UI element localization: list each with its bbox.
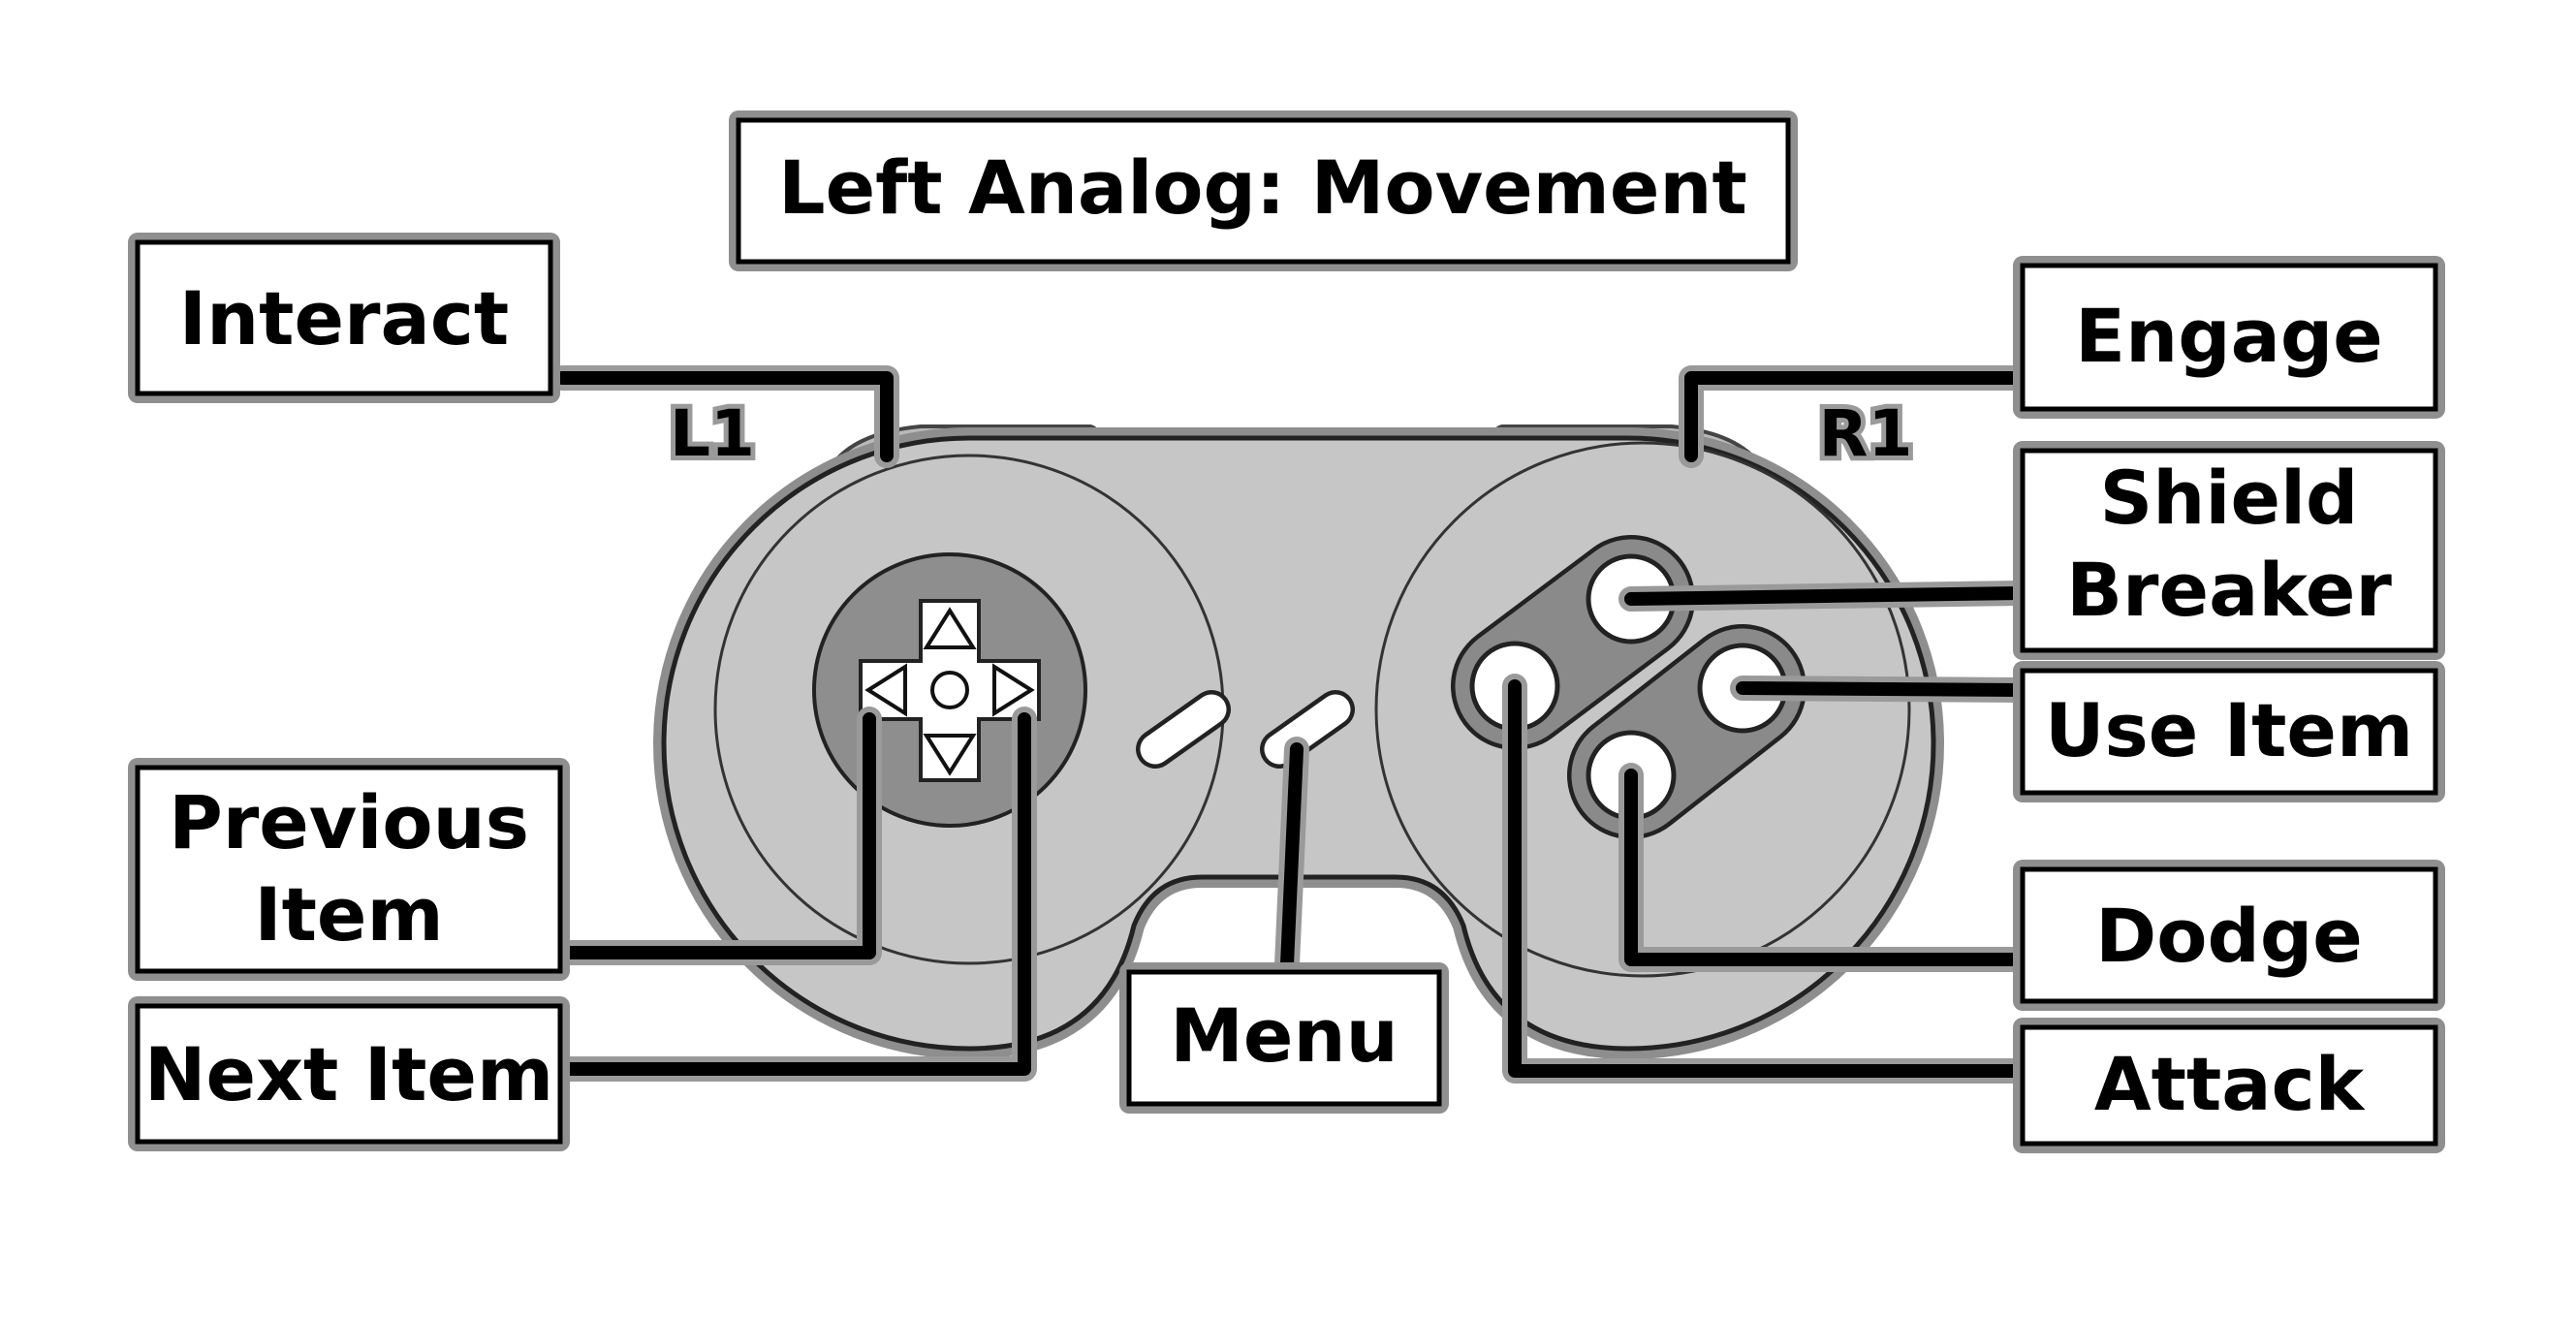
menu-label: Menu [1170, 992, 1398, 1079]
shield-breaker-label-line2: Breaker [2066, 547, 2392, 633]
engage-label-box: Engage [2013, 256, 2445, 419]
previous-item-label-line1: Previous [169, 779, 529, 865]
dpad-center-icon [930, 671, 969, 709]
use-item-label-box: Use Item [2013, 661, 2445, 802]
menu-label-box: Menu [1119, 962, 1449, 1114]
r1-trigger-label: R1 [1819, 396, 1913, 471]
attack-leader-line [1508, 679, 2027, 1078]
interact-label: Interact [179, 275, 509, 361]
dpad-right-arrow-icon [992, 663, 1035, 717]
use-item-label: Use Item [2045, 687, 2413, 773]
dodge-label: Dodge [2095, 893, 2363, 979]
leader-lines [550, 365, 2033, 1084]
dodge-label-box: Dodge [2013, 860, 2445, 1011]
dpad-left-arrow-icon [864, 663, 907, 717]
engage-leader-line [1684, 371, 2027, 462]
shield-breaker-leader-line [1624, 586, 2027, 606]
engage-label: Engage [2075, 293, 2383, 379]
shield-breaker-label-line1: Shield [2100, 455, 2359, 541]
dpad-up-arrow-icon [923, 607, 977, 649]
menu-leader-line [1280, 742, 1304, 971]
next-item-label: Next Item [144, 1031, 553, 1117]
left-analog-label-box: Left Analog: Movement [729, 110, 1798, 271]
previous-item-label-line2: Item [254, 871, 443, 958]
previous-item-label-box: Previous Item [128, 758, 570, 981]
select-button[interactable] [1136, 690, 1231, 769]
interact-leader-line [555, 371, 894, 462]
dodge-leader-line [1624, 769, 2027, 966]
previous-item-leader-line [555, 712, 876, 959]
left-analog-label: Left Analog: Movement [778, 144, 1747, 231]
use-item-leader-line [1736, 681, 2027, 697]
dpad-down-arrow-icon [923, 734, 977, 776]
next-item-label-box: Next Item [128, 996, 570, 1151]
attack-label-box: Attack [2013, 1018, 2445, 1153]
l1-trigger-label: L1 [670, 396, 755, 471]
shield-breaker-label-box: Shield Breaker [2013, 441, 2445, 660]
next-item-leader-line [555, 712, 1031, 1076]
interact-label-box: Interact [128, 233, 560, 403]
attack-label: Attack [2094, 1041, 2366, 1127]
